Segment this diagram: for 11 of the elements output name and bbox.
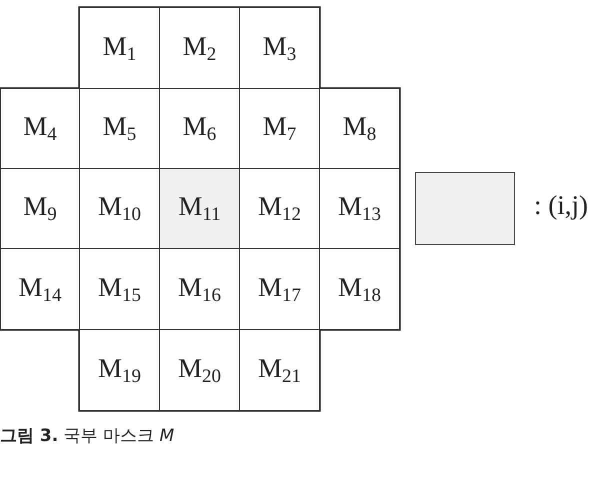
mask-cell: M$_{14}$ [0,248,80,330]
figure-caption: 그림 3. 국부 마스크 M [0,425,174,447]
mask-cell: M$_{11}$ [159,168,240,249]
mask-cell: M$_{21}$ [239,329,320,411]
legend-text: : (i,j) [534,190,588,221]
mask-cell: M$_{1}$ [79,7,160,89]
mask-cell: M$_{8}$ [319,88,400,169]
mask-cell: M$_{18}$ [319,248,400,330]
mask-cell: M$_{4}$ [0,88,80,169]
mask-cell: M$_{3}$ [239,7,320,89]
mask-cell: M$_{19}$ [79,329,160,411]
